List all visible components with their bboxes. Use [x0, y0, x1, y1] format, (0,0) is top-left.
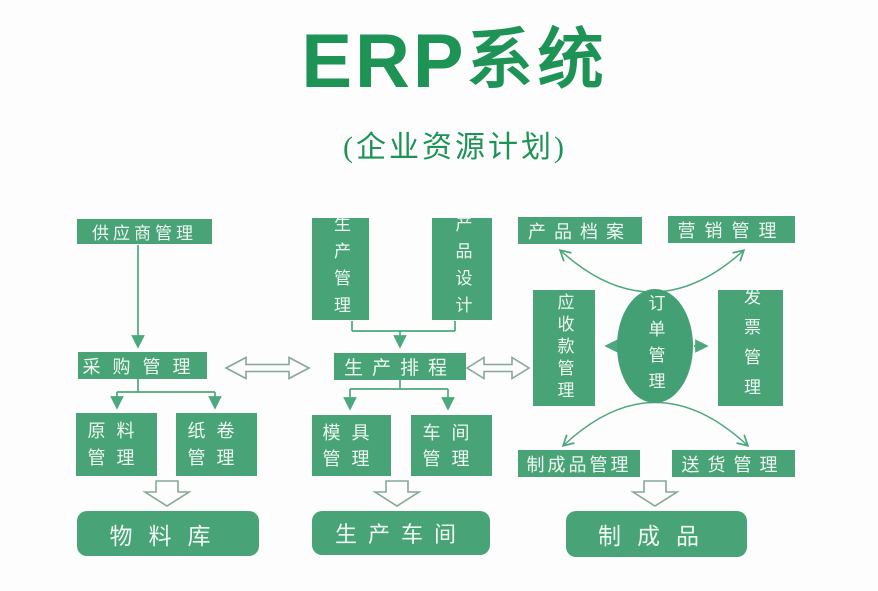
double-arrow-scheduling-receivables	[465, 356, 531, 380]
node-raw-material-management: 原料管理	[76, 413, 157, 476]
node-mold-management: 模具管理	[312, 415, 391, 476]
title-system: 系统	[466, 24, 609, 97]
node-invoice-management: 发票管理	[718, 288, 783, 408]
node-order-management: 订单管理	[617, 289, 693, 403]
block-arrow-to-production-workshop	[372, 480, 422, 507]
curve-order-to-finished-and-delivery	[561, 401, 750, 448]
node-production-scheduling: 生产排程	[334, 353, 466, 380]
connector-merge-to-scheduling	[351, 321, 456, 332]
page-subtitle: (企业资源计划)	[343, 131, 567, 164]
node-purchasing-management: 采购管理	[78, 352, 207, 379]
node-material-warehouse: 物料库	[77, 511, 259, 556]
node-delivery-management: 送货管理	[672, 450, 795, 477]
block-arrow-to-material-store	[142, 480, 192, 507]
node-product-design: 产品设计	[432, 215, 492, 323]
node-supplier-management: 供应商管理	[77, 219, 212, 244]
node-finished-product-management: 制成品管理	[518, 450, 640, 477]
block-arrow-to-finished-goods	[630, 480, 680, 507]
node-workshop-management: 车间管理	[411, 415, 492, 476]
page-title: ERP系统	[16, 24, 878, 100]
title-erp: ERP	[301, 19, 467, 104]
connector-scheduling-split	[350, 380, 448, 390]
node-paper-roll-management: 纸卷管理	[176, 413, 257, 476]
node-marketing-management: 营销管理	[668, 216, 795, 243]
node-product-archive: 产品档案	[518, 217, 642, 244]
connector-purchasing-split	[117, 379, 215, 393]
node-finished-goods: 制成品	[566, 511, 747, 557]
node-receivables-management: 应收款管理	[533, 290, 595, 406]
curve-order-to-archive-and-marketing	[558, 249, 746, 293]
node-production-workshop: 生产车间	[312, 511, 490, 555]
double-arrow-purchasing-scheduling	[224, 356, 311, 380]
node-production-management: 生产管理	[312, 215, 369, 323]
